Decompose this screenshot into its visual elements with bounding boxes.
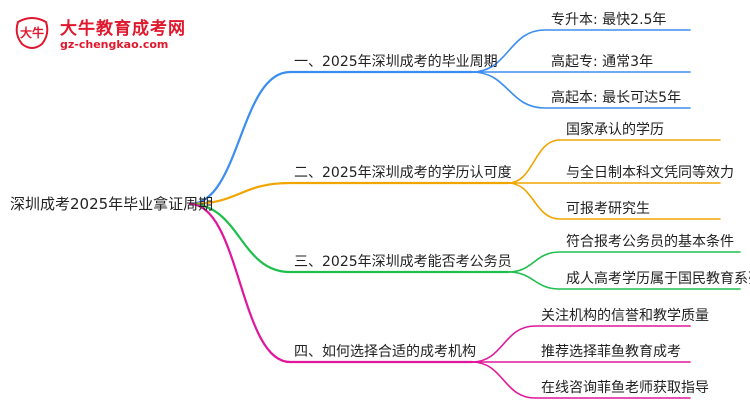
branch-connector <box>188 181 510 206</box>
leaf-connector <box>507 251 741 273</box>
leaf-label: 关注机构的信誉和教学质量 <box>541 308 709 324</box>
logo-mark-text: 大牛 <box>20 25 44 40</box>
leaf-label: 专升本: 最快2.5年 <box>551 12 667 28</box>
branch-label: 一、2025年深圳成考的毕业周期 <box>294 54 498 70</box>
logo-url: gz-chengkao.com <box>60 38 169 51</box>
leaf-connector <box>471 71 691 109</box>
branch-connector <box>188 202 474 364</box>
leaf-connector <box>507 139 721 184</box>
site-logo[interactable]: 大牛 大牛教育成考网 gz-chengkao.com <box>12 8 222 60</box>
leaf-label: 与全日制本科文凭同等效力 <box>566 165 734 181</box>
leaf-connector <box>471 325 691 363</box>
leaf-connector <box>507 182 721 220</box>
logo-title: 大牛教育成考网 <box>60 19 186 39</box>
leaf-label: 高起本: 最长可达5年 <box>551 90 682 106</box>
leaf-connector <box>507 271 741 290</box>
logo-bull-icon: 大牛 <box>15 17 49 49</box>
leaf-connector <box>471 361 691 399</box>
leaf-label: 可报考研究生 <box>566 201 650 217</box>
branch-label: 二、2025年深圳成考的学历认可度 <box>294 165 512 181</box>
mindmap-root: 深圳成考2025年毕业拿证周期 <box>10 195 214 213</box>
branch-connector <box>188 202 510 274</box>
branch-label: 四、如何选择合适的成考机构 <box>294 344 476 360</box>
branch-connector <box>188 70 474 206</box>
leaf-label: 国家承认的学历 <box>566 122 664 138</box>
leaf-connector <box>471 29 691 73</box>
leaf-label: 在线咨询菲鱼老师获取指导 <box>541 380 709 396</box>
leaf-label: 推荐选择菲鱼教育成考 <box>541 344 681 360</box>
leaf-label: 高起专: 通常3年 <box>551 54 654 70</box>
leaf-label: 成人高考学历属于国民教育系列 <box>566 271 750 287</box>
branch-label: 三、2025年深圳成考能否考公务员 <box>294 254 512 270</box>
leaf-label: 符合报考公务员的基本条件 <box>566 234 734 250</box>
